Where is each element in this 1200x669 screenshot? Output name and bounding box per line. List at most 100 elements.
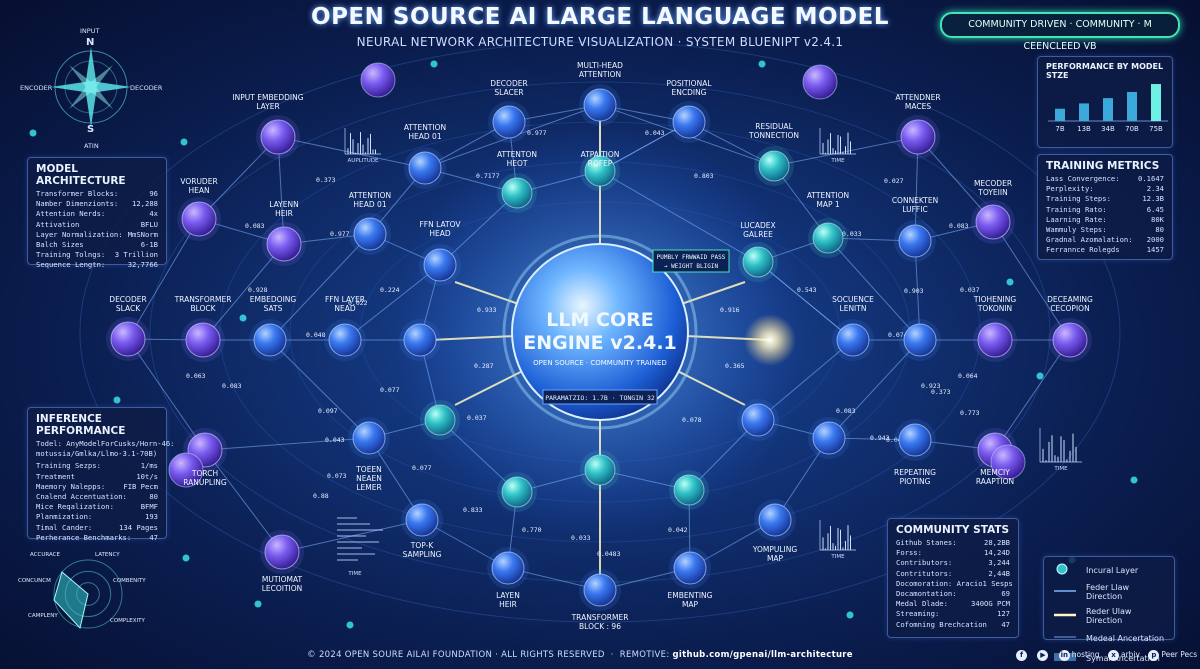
network-node [900,119,936,155]
perf-bar [1103,98,1113,121]
radar-label: ACCURACE [30,552,60,558]
model-arch-value: BFLU [140,219,158,229]
node-label: TRANSFORMER [571,613,629,622]
network-edge [914,240,923,341]
node-label: DECODER [490,79,527,88]
node-label: ATTENTON [497,150,537,159]
node-label: INPUT EMBEDDING [232,93,303,102]
training-value: 2.34 [1146,184,1164,194]
model-arch-key: Attention Nerds: [36,209,106,219]
compass-s: S [87,124,95,135]
node-label: NEAD [334,304,355,313]
facebook-icon[interactable]: f [1016,650,1027,661]
social-peer[interactable]: Peer Pecs [1161,650,1198,659]
node-label: BLOCK : 96 [579,622,621,631]
community-row: Streaming:127 [888,609,1018,619]
perf-bar [1151,84,1161,121]
edge-weight: 0.037 [467,414,487,422]
inference-value: 10t/s [136,471,158,481]
network-node [583,573,617,607]
network-node [802,64,838,100]
play-icon[interactable]: ▶ [1037,650,1049,661]
edge-weight: 0.977 [330,230,350,238]
decor-dot [29,129,37,137]
community-value: 3,244 [988,558,1010,568]
training-value: 0.1647 [1138,174,1164,183]
node-label: TOEEN [355,465,382,474]
node-label: ENCDING [672,88,707,97]
inference-row: Perherance Benchmarks:47 [28,533,166,543]
radar-label: COMBENITY [113,578,146,584]
community-key: Github Stanes: [896,538,957,547]
training-value: 80K [1151,214,1164,224]
inference-performance-panel: INFERENCE PERFORMANCE Todel: AnyModelFor… [27,407,174,542]
linkedin-icon[interactable]: in [1058,650,1070,661]
network-node [501,177,533,209]
radar-label: COMPLEXITY [110,618,146,624]
training-value: 1457 [1146,245,1164,255]
node-label: SLACER [494,88,523,97]
node-label: LUFFIC [902,205,927,214]
social-arxiv[interactable]: arbiv [1120,650,1140,659]
edge-weight: 0.077 [380,386,400,394]
node-label: TOKONIN [977,304,1012,313]
radar-ring [53,559,123,629]
perf-bar [1079,103,1089,121]
community-key: Contritutors: [896,568,953,578]
node-label: POSITIONAL [666,79,712,88]
community-row: Forss:14,24D [888,548,1018,558]
edge-weight: 0.042 [668,526,688,534]
model-architecture-title: MODEL ARCHITECTURE [36,163,126,187]
pinterest-icon[interactable]: p [1148,650,1160,661]
network-node [836,323,870,357]
model-arch-row: Training Tolngs:3 Trillion [28,250,166,260]
legend-label: Symal Ancertation [1086,653,1160,663]
inference-key: Treatment [36,471,75,481]
edge-weight: 0.074 [888,331,908,339]
param-label: PARAMATZIO: 1.7B · TONGIN 32 [545,394,655,402]
decor-dot [1130,476,1138,484]
node-label: BLOCK [190,304,216,313]
node-label: LUCADEX [740,221,775,230]
node-label: ATTENTION [807,191,849,200]
inference-value: 80 [149,492,158,502]
model-arch-row: Namber Dimenzionts:12,288 [28,199,166,209]
node-label: GALREE [743,230,773,239]
network-edge [204,449,283,553]
network-node [408,151,442,185]
community-value: 2,44B [988,568,1010,578]
perf-tick-label: 34B [1101,125,1115,133]
network-node [328,323,362,357]
model-arch-key: Layer Normalization: [36,229,123,239]
social-hosting[interactable]: hosting [1071,650,1100,659]
inference-key: Timal Cander: [36,522,93,532]
compass-n: N [86,37,95,48]
callout-text: PUMBLY FRWWAID PASS [657,254,726,261]
footer-repo-link[interactable]: github.com/gpenai/llm-architecture [672,650,853,660]
network-node [403,323,437,357]
node-label: HEAD 01 [353,200,386,209]
decor-dot [180,138,188,146]
radar-label: LATENCY [95,552,120,558]
decor-dot [846,611,854,619]
decor-dot [113,396,121,404]
network-node [110,321,146,357]
radar-label: CAMPLENY [28,613,58,619]
arxiv-icon[interactable]: x [1107,650,1119,661]
core-subtitle: OPEN SOURCE · COMMUNITY TRAINED [533,359,667,367]
network-node [903,323,937,357]
llm-core-ring [502,234,698,430]
perf-tick-label: 7B [1055,125,1064,133]
edge-weight: 0.022 [348,299,368,307]
edge-weight: 0.543 [797,286,817,294]
model-arch-row: Sequence Lengtn:32,7766 [28,260,166,270]
edge-weight: 0.88 [313,492,329,500]
node-label: MULTI-HEAD [577,61,623,70]
core-title-line: LLM CORE [546,309,653,331]
network-edge [994,339,1071,451]
legend-item: Medeal Ancertation [1044,628,1174,648]
node-label: FFN LATOV [419,220,461,229]
network-node [491,551,525,585]
